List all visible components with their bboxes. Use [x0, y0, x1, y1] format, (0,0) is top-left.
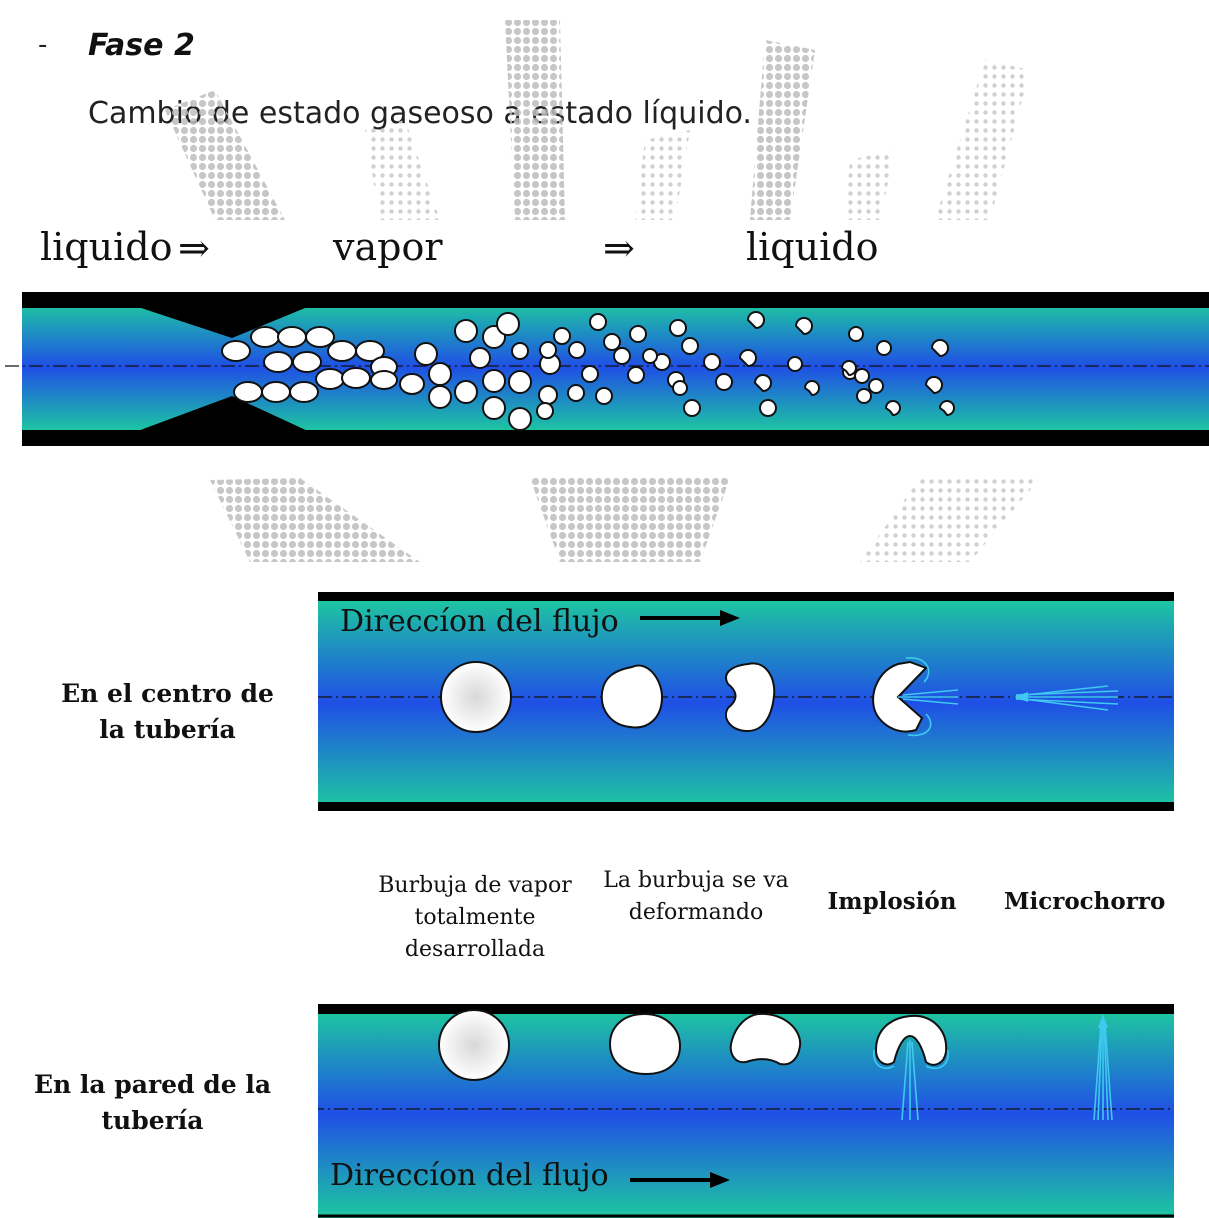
- wall-side-label: En la pared de la tubería: [30, 1067, 275, 1139]
- microjet-arrows: [1015, 685, 1119, 711]
- phase-title: Fase 2: [88, 28, 195, 63]
- bubble-deforming: [729, 1012, 802, 1066]
- bubble-slightly-deformed: [608, 1012, 682, 1076]
- stage-microjet-label: Microchorro: [1004, 888, 1166, 915]
- stage-full-bubble-label: Burbuja de vapor totalmente desarrollada: [370, 870, 580, 966]
- list-bullet: -: [38, 30, 48, 60]
- venturi-throat-bottom: [22, 396, 310, 432]
- jet-arrows: [901, 1040, 919, 1121]
- pipe-wall-bottom: [318, 802, 1174, 811]
- pipe-wall-top: [318, 592, 1174, 601]
- bubble-implosion: [872, 660, 928, 733]
- stage1-line3: desarrollada: [404, 937, 546, 962]
- venturi-pipe-diagram: [5, 292, 1209, 446]
- bubble-slightly-deformed: [600, 664, 664, 729]
- wall-flow-label: Direccíon del flujo: [330, 1158, 609, 1193]
- bubble-full: [440, 661, 512, 733]
- stage1-line2: totalmente: [414, 905, 536, 930]
- pipe-wall-top: [318, 1004, 1174, 1014]
- label-liquid-out: liquido: [746, 225, 879, 269]
- arrow-right-icon: ⇒: [603, 226, 635, 270]
- wall-side-label-line2: tubería: [101, 1106, 204, 1135]
- venturi-throat-top: [22, 306, 310, 338]
- arrow-right-icon: ⇒: [178, 226, 210, 270]
- halftone-watermark: [165, 20, 1040, 562]
- bubble-deforming: [725, 662, 776, 733]
- stage2-line2: deformando: [628, 900, 764, 925]
- bubble-implosion: [874, 1014, 948, 1066]
- stage-deforming-label: La burbuja se va deformando: [596, 865, 796, 929]
- center-side-label: En el centro de la tubería: [50, 676, 285, 748]
- pipe-wall-diagram: [318, 1004, 1174, 1218]
- stage2-line1: La burbuja se va: [603, 868, 789, 893]
- bubble-full: [438, 1009, 510, 1081]
- pipe-wall-bottom: [22, 430, 1209, 446]
- label-vapor: vapor: [333, 225, 443, 269]
- jet-arrows: [898, 689, 959, 705]
- microjet-arrows: [1093, 1020, 1113, 1121]
- pipe-center-diagram: [318, 592, 1174, 811]
- center-flow-label: Direccíon del flujo: [340, 604, 619, 639]
- pipe-wall-top: [22, 292, 1209, 308]
- center-side-label-line1: En el centro de: [61, 679, 274, 708]
- center-side-label-line2: la tubería: [99, 715, 236, 744]
- stage1-line1: Burbuja de vapor: [378, 873, 572, 898]
- wall-side-label-line1: En la pared de la: [33, 1070, 272, 1099]
- stage-implosion-label: Implosión: [827, 888, 957, 915]
- label-liquid-in: liquido: [40, 225, 173, 269]
